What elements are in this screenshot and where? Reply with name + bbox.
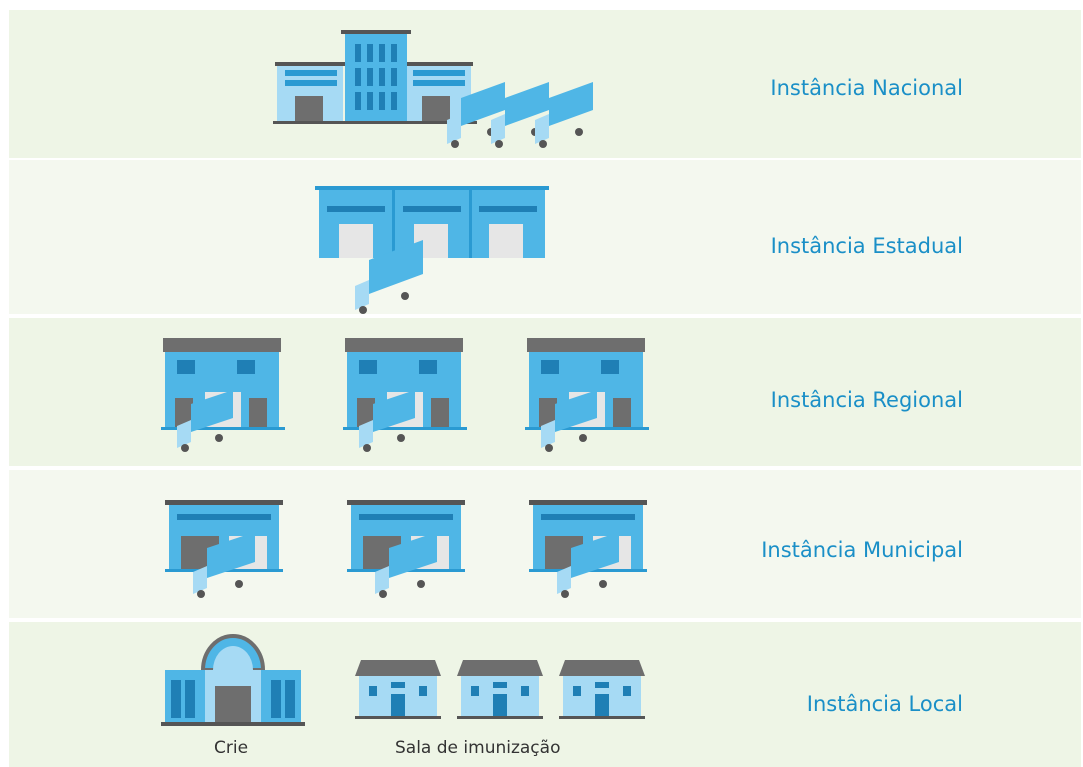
vaccination-room-icon bbox=[457, 660, 543, 719]
band-municipal: Instância Municipal bbox=[9, 470, 1081, 618]
delivery-truck-icon bbox=[541, 390, 597, 452]
level-label-municipal: Instância Municipal bbox=[761, 538, 963, 562]
band-nacional: Instância Nacional bbox=[9, 10, 1081, 158]
caption-crie: Crie bbox=[214, 738, 249, 758]
level-label-estadual: Instância Estadual bbox=[770, 234, 963, 258]
vaccination-room-icon bbox=[355, 660, 441, 719]
crie-building-icon bbox=[161, 634, 305, 726]
vaccination-room-icon bbox=[559, 660, 645, 719]
caption-sala-imunizacao: Sala de imunização bbox=[395, 738, 561, 758]
delivery-truck-icon bbox=[193, 532, 255, 598]
delivery-truck-icon bbox=[359, 390, 415, 452]
delivery-truck-icon bbox=[355, 240, 423, 314]
band-regional: Instância Regional bbox=[9, 318, 1081, 466]
delivery-truck-icon bbox=[177, 390, 233, 452]
local-buildings bbox=[161, 634, 645, 726]
delivery-truck-icon bbox=[557, 532, 619, 598]
level-label-regional: Instância Regional bbox=[770, 388, 963, 412]
band-local: Crie Sala de imunização Instância Local bbox=[9, 622, 1081, 767]
municipal-warehouse-icon bbox=[165, 500, 647, 598]
national-warehouse-icon bbox=[273, 30, 593, 148]
level-label-nacional: Instância Nacional bbox=[770, 76, 963, 100]
delivery-truck-icon bbox=[375, 532, 437, 598]
level-label-local: Instância Local bbox=[806, 692, 963, 716]
state-warehouse-icon bbox=[315, 186, 549, 314]
delivery-truck-icon bbox=[535, 82, 593, 148]
regional-building-icon bbox=[161, 338, 649, 452]
band-estadual: Instância Estadual bbox=[9, 160, 1081, 314]
